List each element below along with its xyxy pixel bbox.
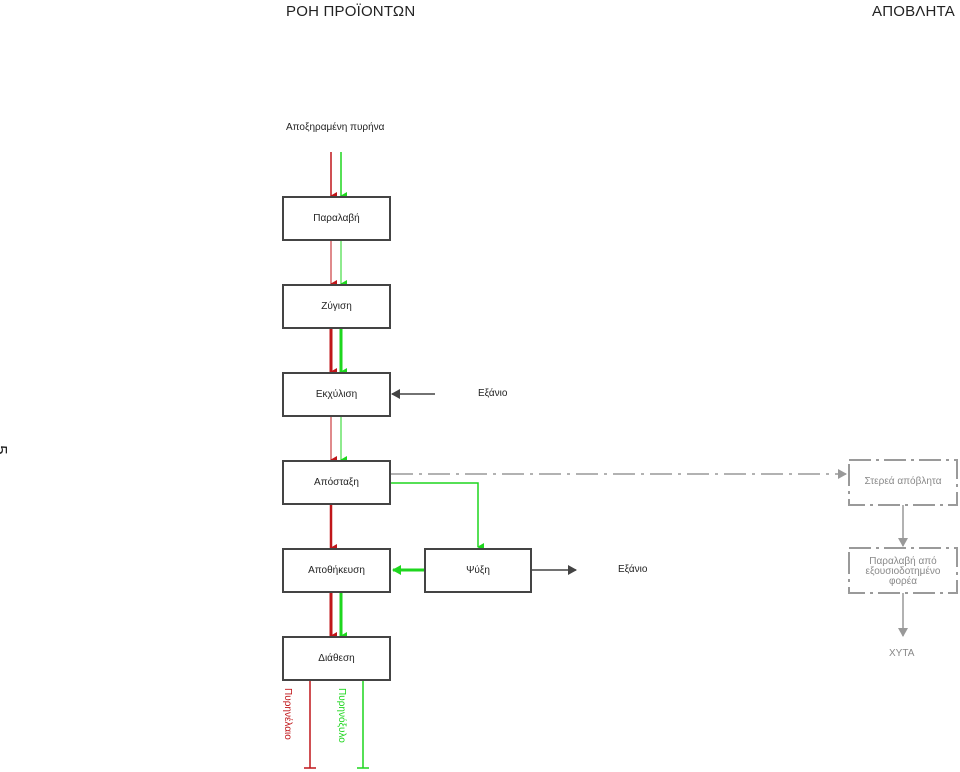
step-cooling: Ψύξη (424, 548, 532, 593)
step-extraction-label: Εκχύλιση (315, 389, 358, 400)
input-label: Αποξηραμένη πυρήνα (286, 122, 385, 133)
step-distillation-label: Απόσταξη (314, 477, 359, 488)
step-distillation: Απόσταξη (282, 460, 391, 505)
step-disposal: Διάθεση (282, 636, 391, 681)
hexane-out-label: Εξάνιο (618, 564, 648, 575)
step-storage-label: Αποθήκευση (308, 565, 365, 576)
step-receiving-label: Παραλαβή (313, 213, 360, 224)
landfill-label: ΧΥΤΑ (889, 648, 915, 659)
licensed-receiver-outline (848, 547, 958, 594)
licensed-receiver-label: Παραλαβή από εξουσιοδοτημένο φορέα (865, 556, 941, 587)
green-line-to-cooling (391, 482, 484, 551)
hexane-in-label: Εξάνιο (478, 388, 508, 399)
page-number: 5 (0, 445, 11, 454)
waste-header: ΑΠΟΒΛΗΤΑ (872, 3, 956, 20)
step-storage: Αποθήκευση (282, 548, 391, 593)
solid-waste-label: Στερεά απόβλητα (864, 476, 942, 487)
step-weighing: Ζύγιση (282, 284, 391, 329)
step-weighing-label: Ζύγιση (321, 301, 352, 312)
products-flow-header: ΡΟΗ ΠΡΟΪΟΝΤΩΝ (286, 3, 416, 20)
step-cooling-label: Ψύξη (466, 565, 490, 576)
solid-waste-outline (848, 459, 958, 506)
pomace-meal-label: Πυρηνόξυλο (336, 688, 347, 743)
step-disposal-label: Διάθεση (318, 653, 355, 664)
pomace-oil-label: Πυρηνέλαιο (282, 688, 293, 740)
step-receiving: Παραλαβή (282, 196, 391, 241)
step-extraction: Εκχύλιση (282, 372, 391, 417)
